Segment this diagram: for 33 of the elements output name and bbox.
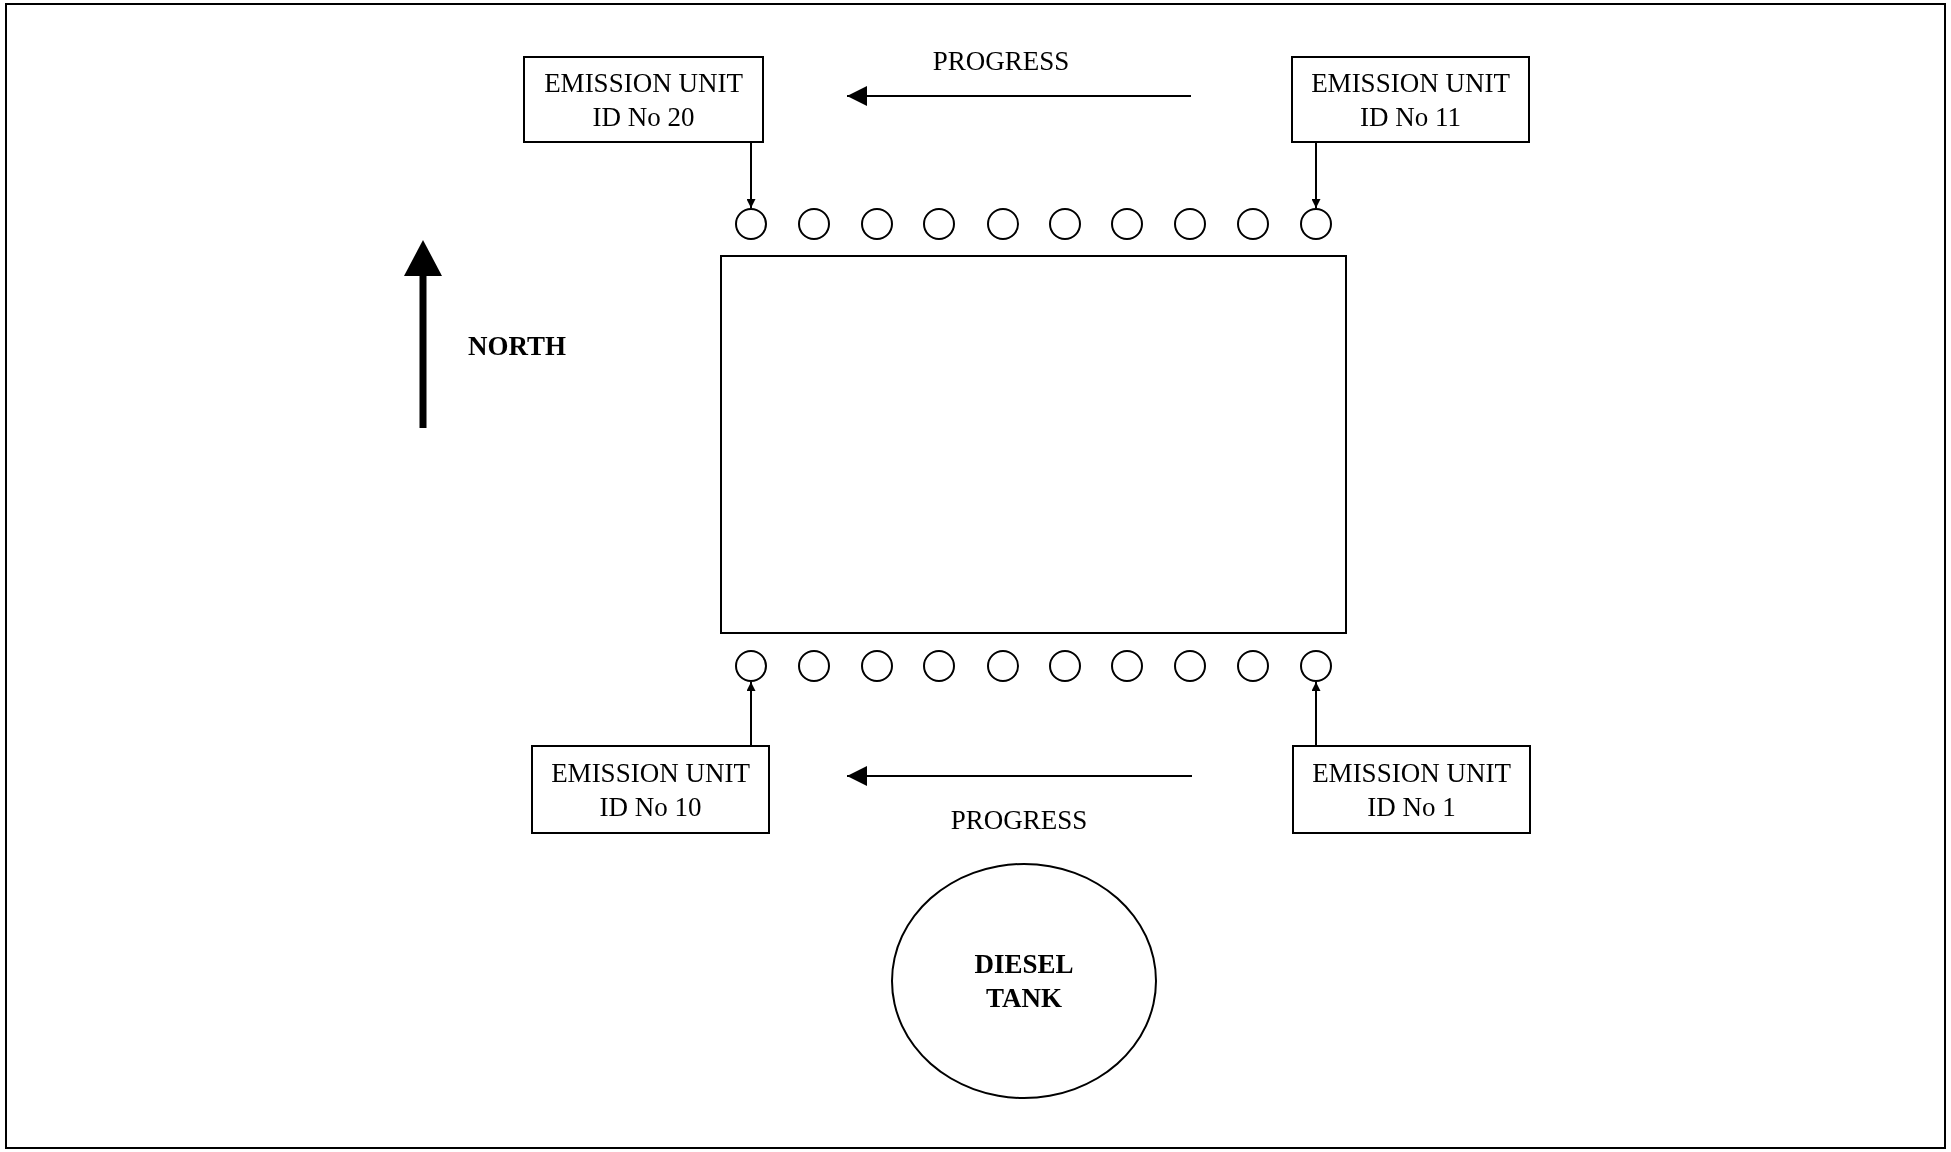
emission-unit-circle bbox=[1300, 208, 1332, 240]
emission-unit-circle bbox=[1049, 208, 1081, 240]
arrow bbox=[1311, 142, 1321, 209]
emission-unit-circle bbox=[861, 650, 893, 682]
emission-unit-label: EMISSION UNIT ID No 1 bbox=[1292, 745, 1531, 834]
emission-unit-circle bbox=[735, 650, 767, 682]
emission-unit-circle bbox=[798, 208, 830, 240]
building-outline bbox=[720, 255, 1347, 634]
diesel-tank: DIESEL TANK bbox=[891, 863, 1157, 1099]
emission-unit-circle bbox=[1174, 650, 1206, 682]
emission-unit-label: EMISSION UNIT ID No 11 bbox=[1291, 56, 1530, 143]
arrow bbox=[746, 681, 756, 746]
emission-unit-circle bbox=[798, 650, 830, 682]
direction-label: PROGRESS bbox=[950, 804, 1088, 836]
emission-unit-circle bbox=[1049, 650, 1081, 682]
emission-unit-circle bbox=[1237, 208, 1269, 240]
emission-unit-circle bbox=[987, 650, 1019, 682]
emission-unit-circle bbox=[1300, 650, 1332, 682]
emission-unit-circle bbox=[1111, 650, 1143, 682]
emission-unit-circle bbox=[1111, 208, 1143, 240]
emission-unit-circle bbox=[861, 208, 893, 240]
emission-unit-circle bbox=[1174, 208, 1206, 240]
compass-label: NORTH bbox=[467, 330, 567, 362]
emission-unit-circle bbox=[987, 208, 1019, 240]
direction-label: PROGRESS bbox=[932, 45, 1070, 77]
emission-unit-label: EMISSION UNIT ID No 20 bbox=[523, 56, 764, 143]
emission-unit-circle bbox=[1237, 650, 1269, 682]
arrow bbox=[746, 142, 756, 209]
emission-unit-circle bbox=[923, 650, 955, 682]
arrow bbox=[1311, 681, 1321, 746]
emission-unit-label: EMISSION UNIT ID No 10 bbox=[531, 745, 770, 834]
emission-unit-circle bbox=[923, 208, 955, 240]
emission-unit-circle bbox=[735, 208, 767, 240]
